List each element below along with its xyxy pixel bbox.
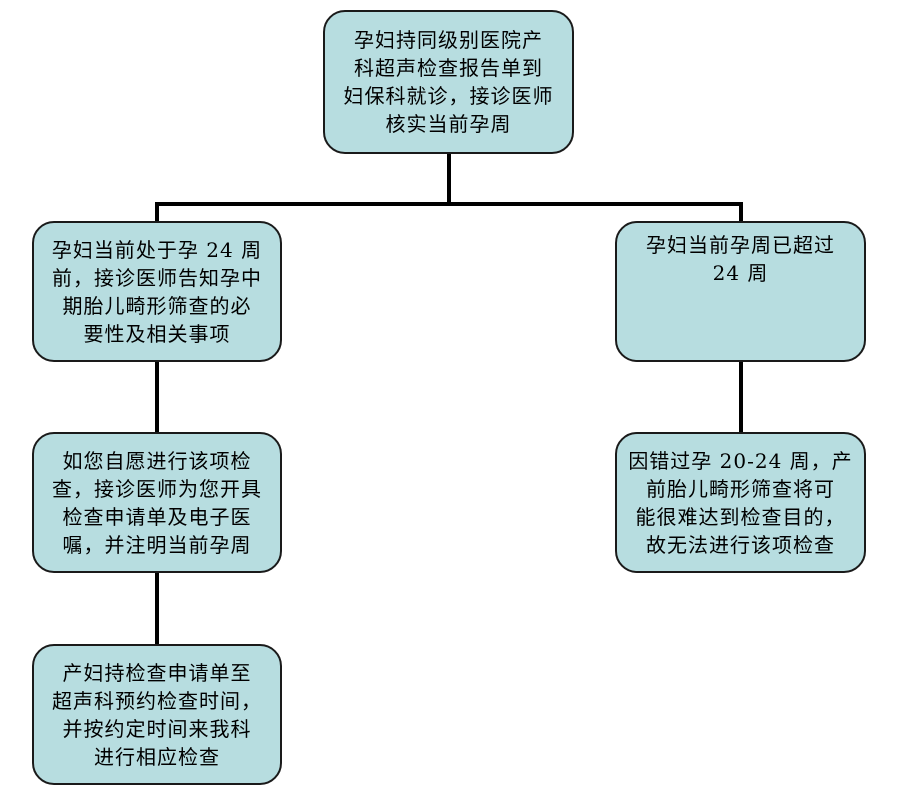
node-before-24-weeks: 孕妇当前处于孕 24 周 前，接诊医师告知孕中 期胎儿畸形筛查的必 要性及相关事… [32, 221, 282, 362]
node-before-24-weeks-text: 孕妇当前处于孕 24 周 前，接诊医师告知孕中 期胎儿畸形筛查的必 要性及相关事… [51, 237, 263, 346]
node-voluntary-exam-text: 如您自愿进行该项检 查，接诊医师为您开具 检查申请单及电子医 嘱，并注明当前孕周 [52, 448, 262, 557]
node-after-24-weeks-text: 孕妇当前孕周已超过 24 周 [646, 233, 835, 285]
node-voluntary-exam: 如您自愿进行该项检 查，接诊医师为您开具 检查申请单及电子医 嘱，并注明当前孕周 [32, 432, 282, 573]
node-after-24-weeks: 孕妇当前孕周已超过 24 周 [615, 221, 866, 362]
node-appointment-text: 产妇持检查申请单至 超声科预约检查时间， 并按约定时间来我科 进行相应检查 [52, 660, 262, 769]
node-start: 孕妇持同级别医院产 科超声检查报告单到 妇保科就诊，接诊医师 核实当前孕周 [323, 10, 574, 154]
node-missed-window: 因错过孕 20-24 周，产 前胎儿畸形筛查将可 能很难达到检查目的， 故无法进… [615, 432, 866, 573]
node-start-text: 孕妇持同级别医院产 科超声检查报告单到 妇保科就诊，接诊医师 核实当前孕周 [343, 28, 554, 136]
node-missed-window-text: 因错过孕 20-24 周，产 前胎儿畸形筛查将可 能很难达到检查目的， 故无法进… [628, 448, 853, 557]
node-appointment: 产妇持检查申请单至 超声科预约检查时间， 并按约定时间来我科 进行相应检查 [32, 644, 282, 785]
